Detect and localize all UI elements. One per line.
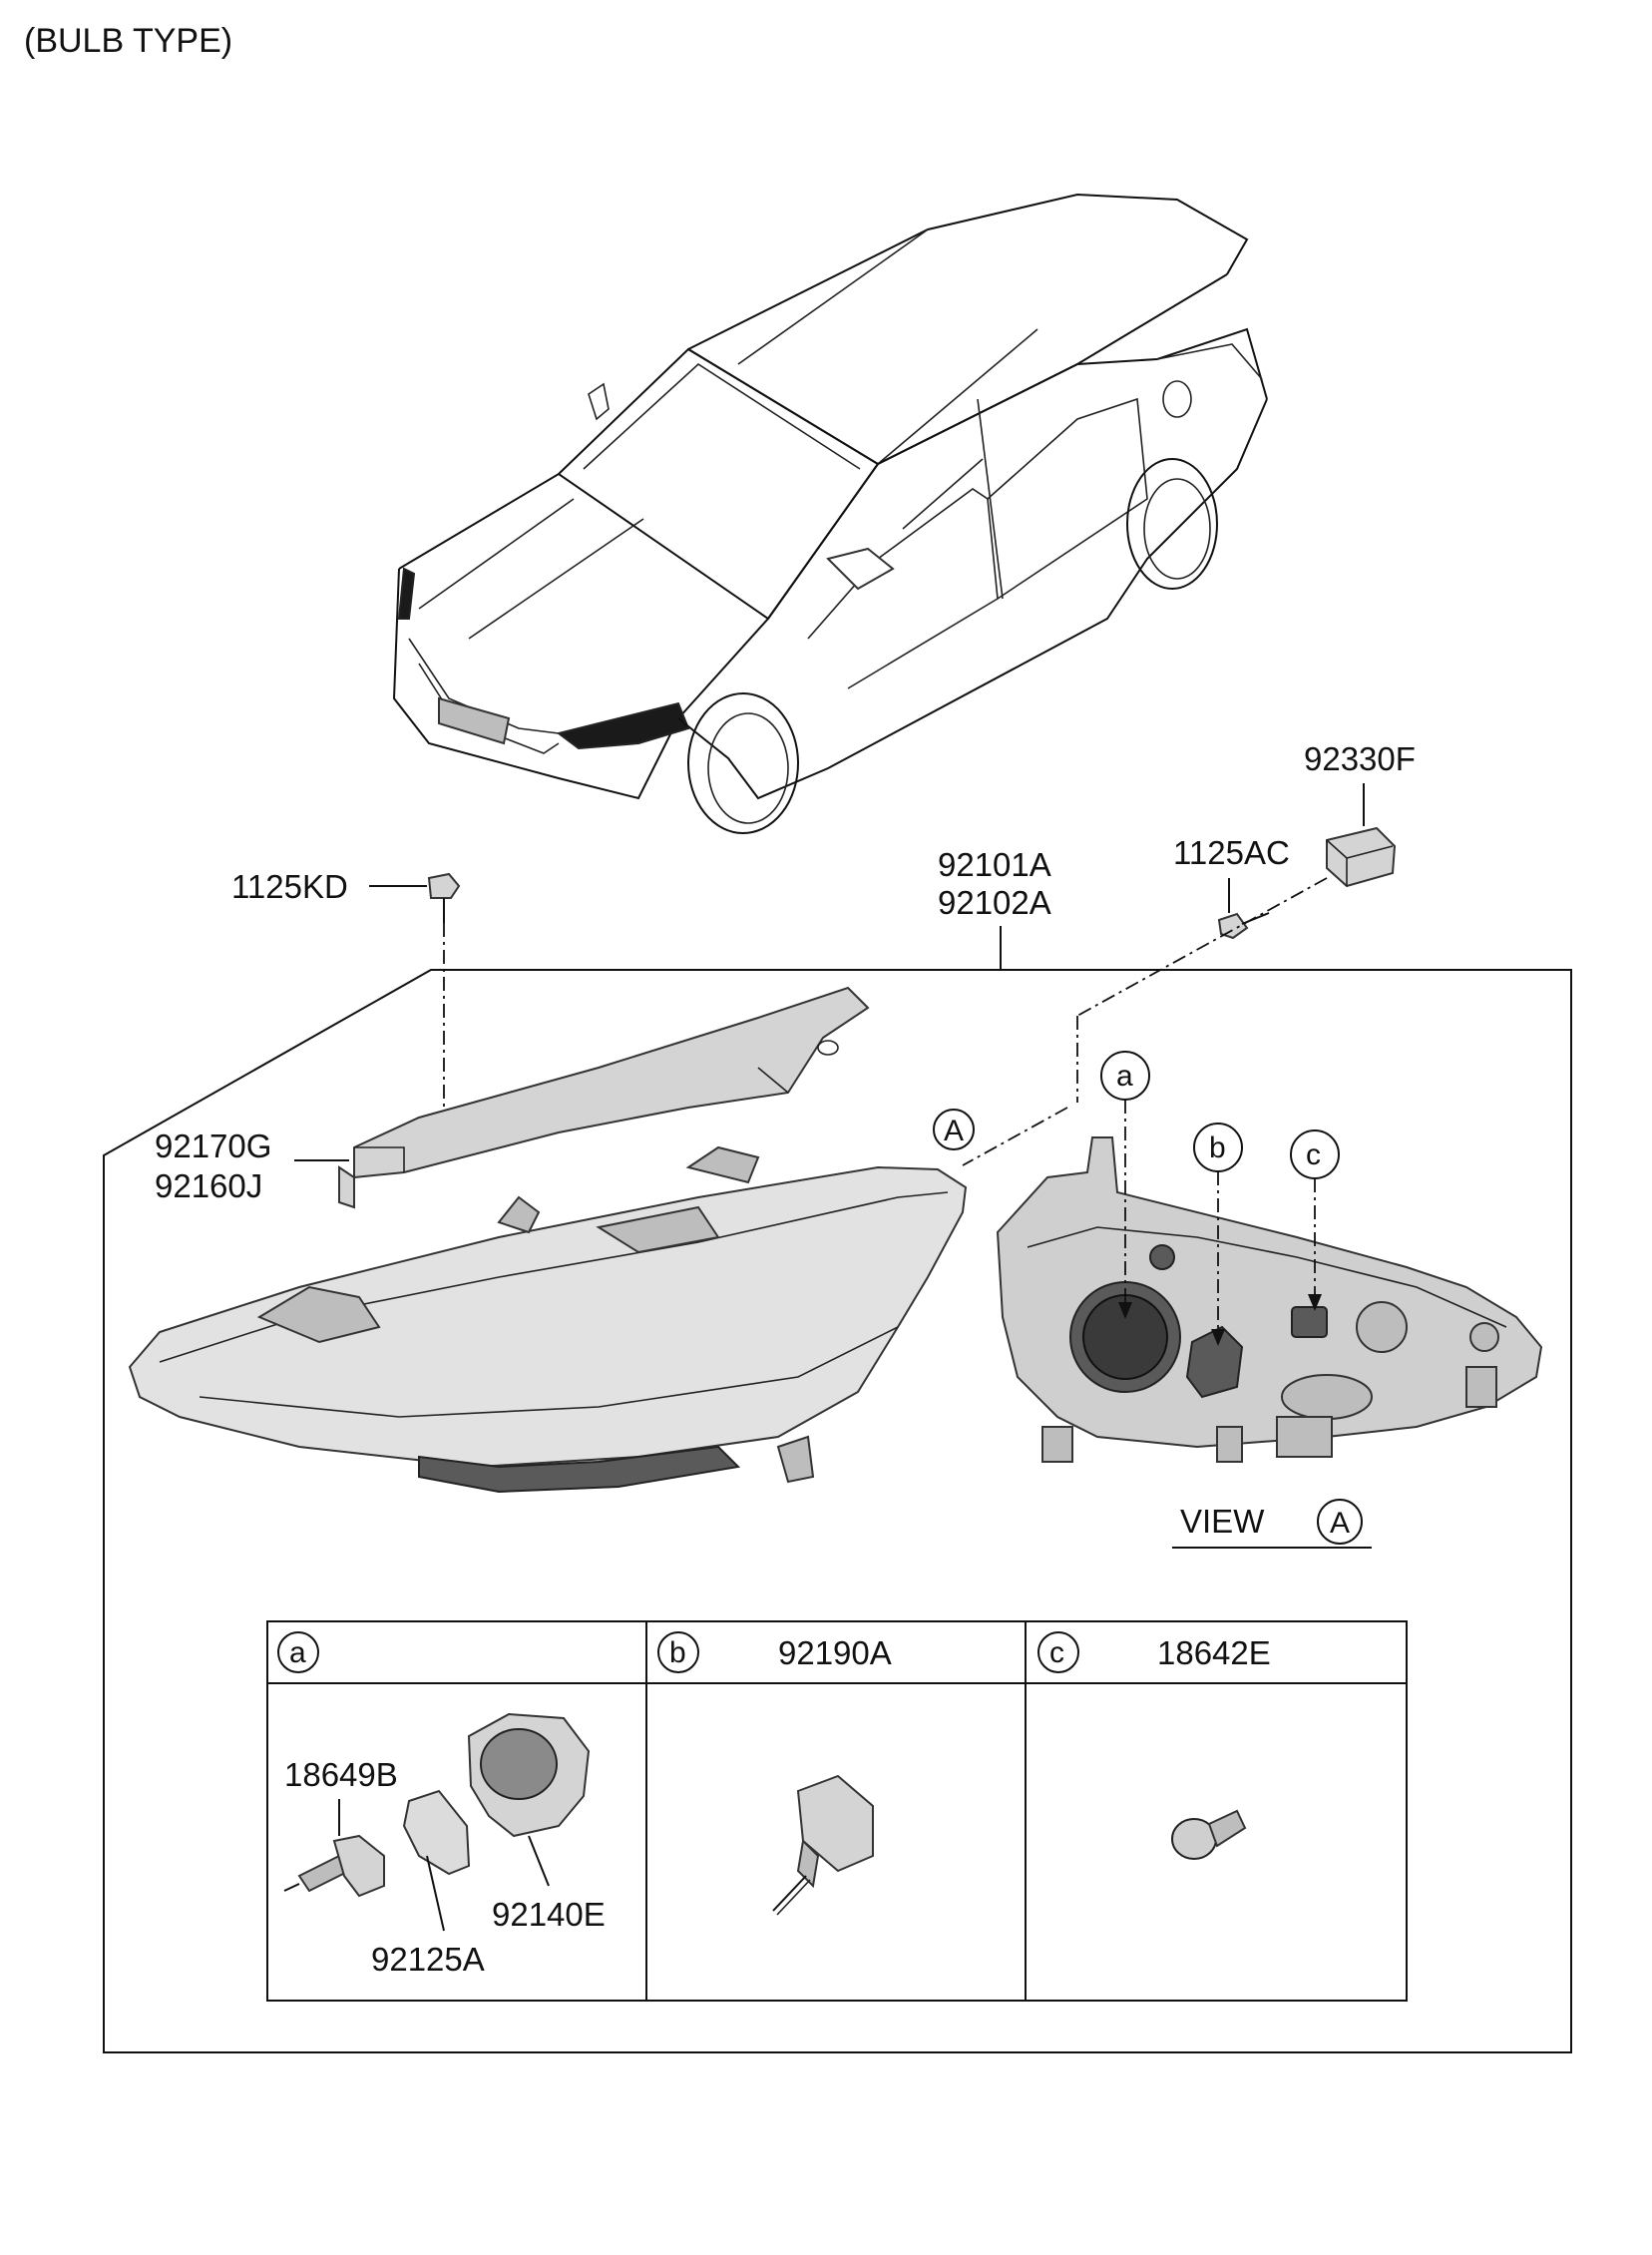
table-part-c: 18642E [1157,1634,1271,1671]
screw-left-icon [427,872,461,923]
view-arrow-letter: A [944,1115,964,1147]
table-letter-c: c [1049,1636,1064,1669]
label-92102A: 92102A [938,884,1051,921]
bulb-icon [283,1834,385,1898]
seal-icon [402,1789,471,1876]
label-1125AC: 1125AC [1173,834,1290,871]
headlamp-assembly-icon [128,1145,968,1494]
vehicle-outline-icon [392,193,1268,834]
callout-a: a [1116,1060,1133,1093]
table-letter-b: b [669,1636,686,1669]
label-92101A: 92101A [938,846,1051,883]
label-92330F: 92330F [1304,740,1416,777]
bulb-c-icon [1171,1809,1247,1860]
connector-icon [1326,826,1397,888]
view-label-letter: A [1330,1507,1350,1540]
socket-b-icon [772,1774,874,1916]
screw-right-icon [1217,912,1270,940]
socket-cap-icon [467,1712,591,1838]
label-1125KD: 1125KD [231,868,348,905]
label-92170G: 92170G [155,1128,271,1164]
label-92160J: 92160J [155,1167,262,1204]
parts-table: a b 92190A c 18642E [266,1620,1408,2002]
label-92140E: 92140E [492,1896,606,1933]
label-92125A: 92125A [371,1941,485,1978]
headlamp-cover-icon [338,986,870,1209]
headlamp-rear-view-icon [996,1136,1543,1463]
label-18649B: 18649B [284,1756,398,1793]
view-label: VIEW [1180,1503,1265,1540]
table-part-b: 92190A [778,1634,892,1671]
table-letter-a: a [289,1636,306,1669]
diagram-title: (BULB TYPE) [24,22,232,60]
callout-c: c [1306,1138,1321,1171]
callout-b: b [1209,1131,1226,1164]
assembly-frame [103,969,1572,2053]
